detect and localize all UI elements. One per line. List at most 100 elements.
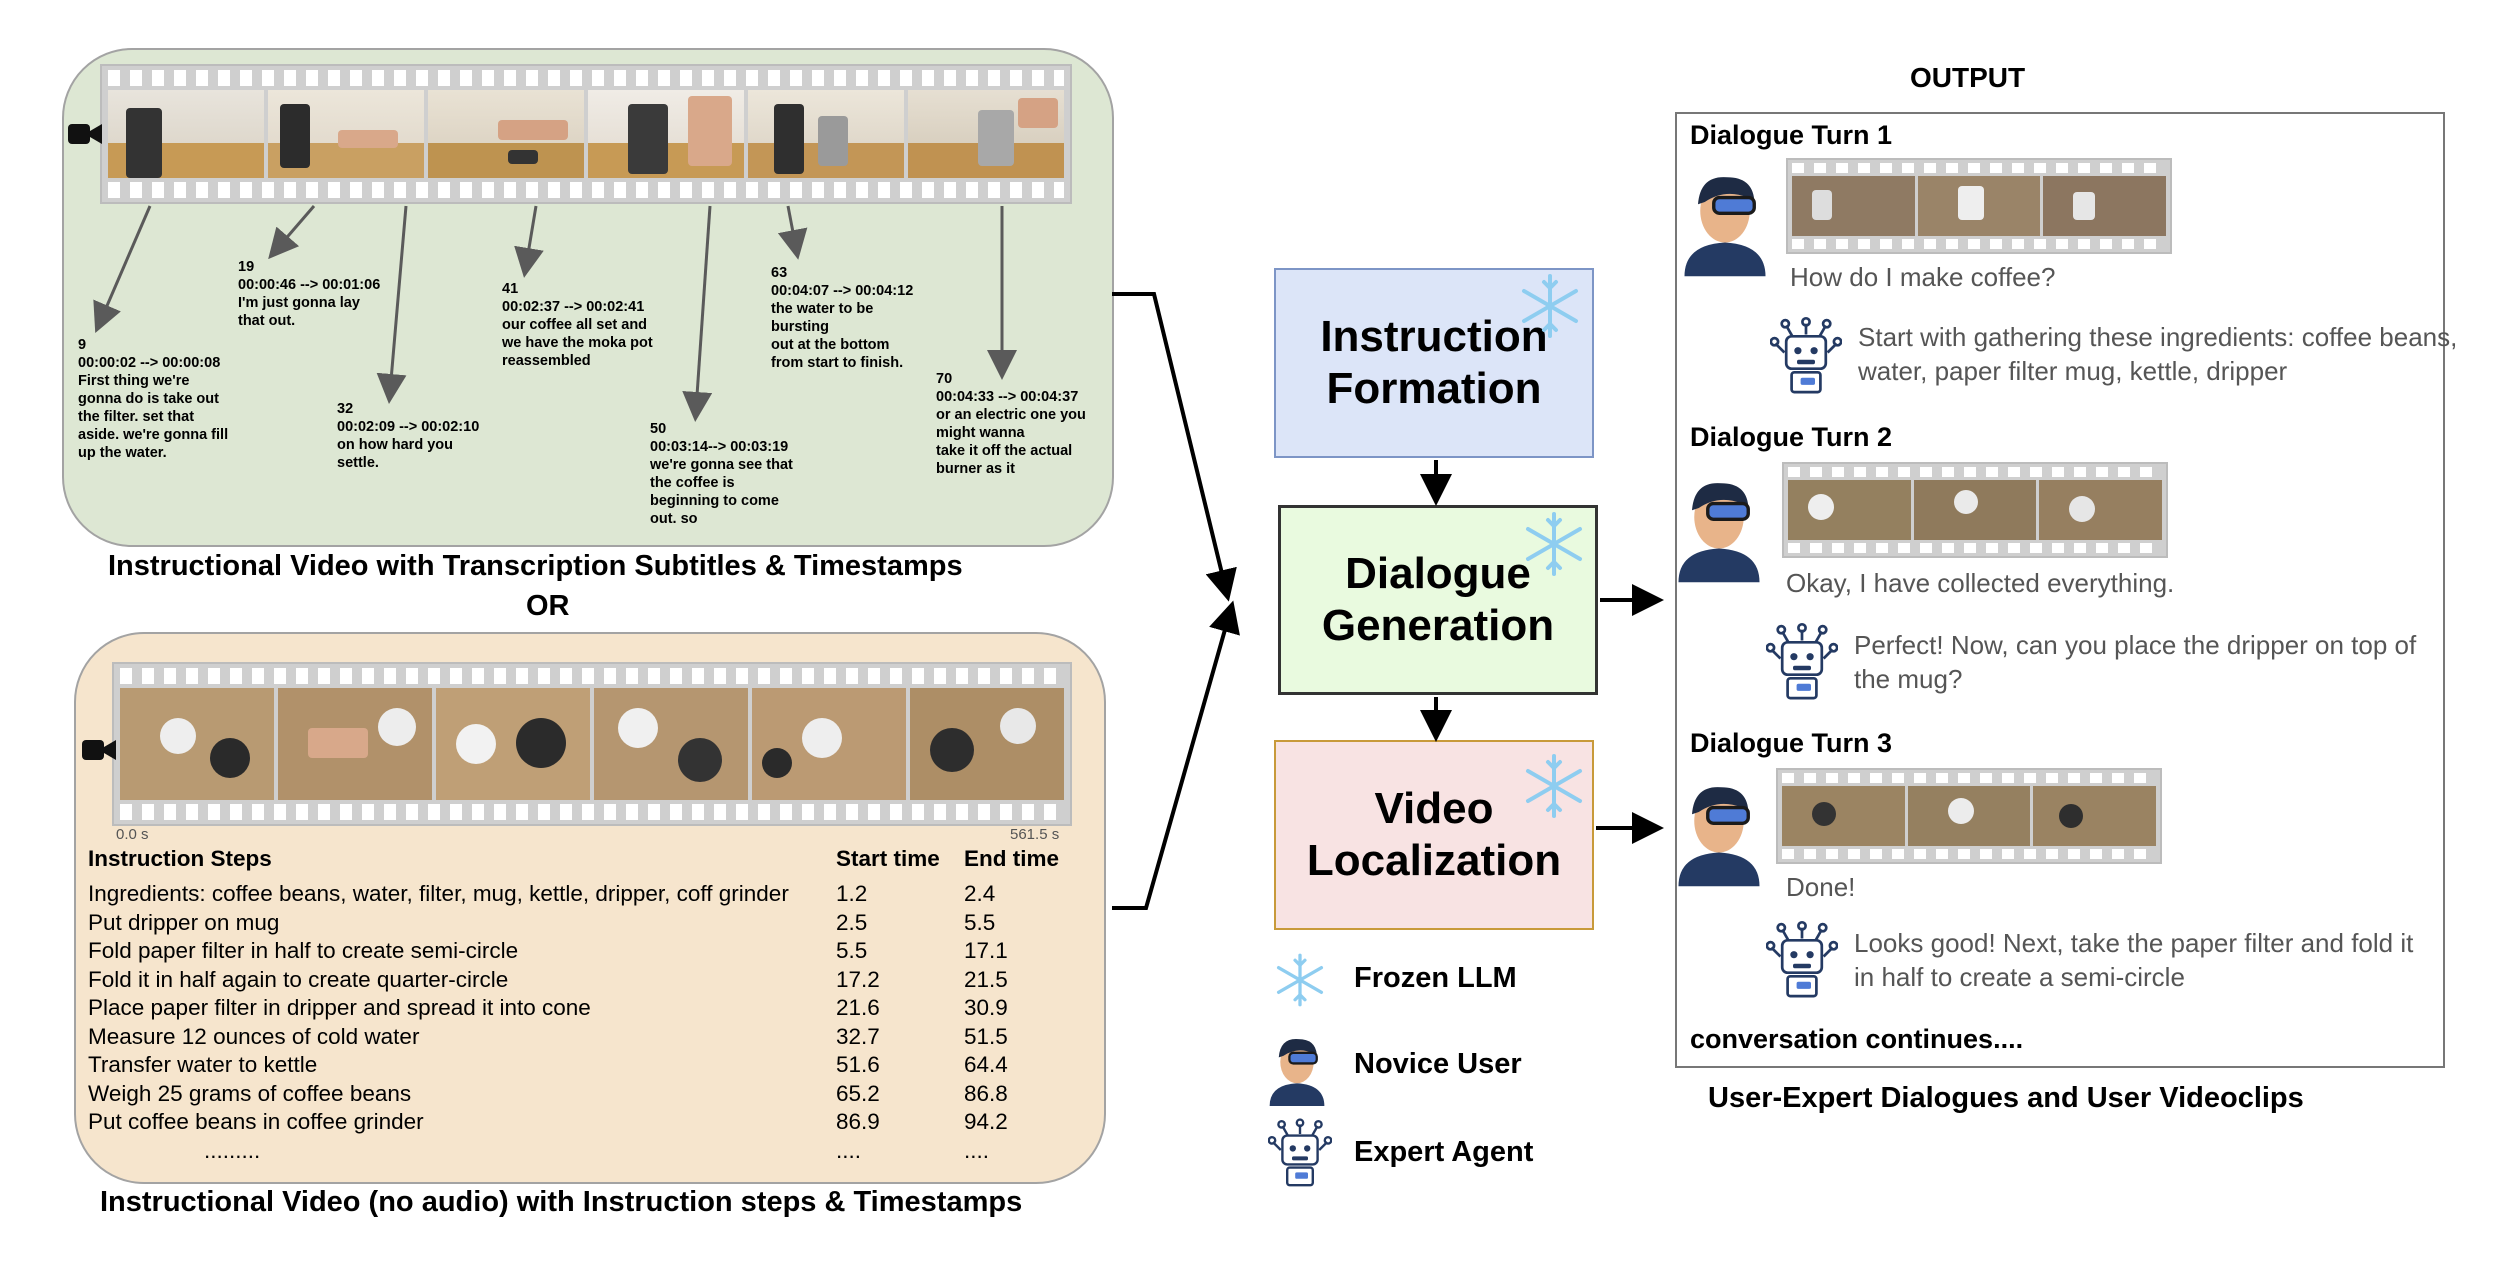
step-text: Fold paper filter in half to create semi… (88, 938, 519, 964)
video-frame (594, 688, 748, 800)
video-frame (588, 90, 744, 178)
subtitle-19: 19 00:00:46 --> 00:01:06 I'm just gonna … (238, 259, 381, 329)
video-localization-label: Video Localization (1306, 784, 1562, 885)
step-start: 65.2 (836, 1080, 880, 1106)
subtitle-9: 9 00:00:02 --> 00:00:08 First thing we'r… (78, 337, 229, 461)
step-start: 86.9 (836, 1109, 880, 1135)
output-dialogue-box (1675, 112, 2445, 1068)
step-end: 17.1 (964, 938, 1008, 964)
video-frame (752, 688, 906, 800)
video-frame (2039, 480, 2163, 540)
step-end: 94.2 (964, 1109, 1008, 1135)
expert-agent-icon (1770, 316, 1842, 394)
snowflake-icon (1526, 512, 1582, 576)
subtitle-32: 32 00:02:09 --> 00:02:10 on how hard you… (337, 401, 480, 471)
video-frame (428, 90, 584, 178)
video-frame (436, 688, 590, 800)
video-frame (1782, 786, 1905, 846)
user-message-1: How do I make coffee? (1790, 262, 2056, 292)
table-row: Ingredients: coffee beans, water, filter… (88, 880, 1074, 909)
video-camera-icon (82, 740, 116, 760)
user-videoclip-1 (1786, 158, 2172, 254)
step-start: .... (836, 1137, 862, 1163)
dialogue-turn-3-title: Dialogue Turn 3 (1690, 728, 1893, 758)
table-row: Place paper filter in dripper and spread… (88, 994, 1074, 1023)
snowflake-icon (1522, 274, 1578, 338)
step-text: Ingredients: coffee beans, water, filter… (88, 881, 789, 907)
subtitle-pointer-arrows (93, 205, 1017, 422)
video-frame (908, 90, 1064, 178)
step-text: ......... (204, 1137, 261, 1163)
table-row: Fold paper filter in half to create semi… (88, 937, 1074, 966)
user-message-2: Okay, I have collected everything. (1786, 568, 2175, 598)
video-frame (2043, 176, 2167, 236)
table-row: ................. (88, 1137, 1074, 1166)
step-end: 5.5 (964, 909, 996, 935)
timeline-end-label: 561.5 s (1010, 826, 1060, 843)
video-frame (2033, 786, 2157, 846)
output-caption: User-Expert Dialogues and User Videoclip… (1708, 1082, 2304, 1114)
video-frames (114, 688, 1070, 800)
step-end: 30.9 (964, 995, 1008, 1021)
video-frame (1917, 176, 2041, 236)
transcript-panel-caption: Instructional Video with Transcription S… (108, 550, 963, 582)
snowflake-icon (1526, 754, 1582, 818)
expert-agent-icon (1766, 622, 1838, 700)
conversation-continues: conversation continues.... (1690, 1024, 2024, 1054)
step-end: 51.5 (964, 1023, 1008, 1049)
snowflake-icon (1276, 953, 1324, 1007)
subtitle-50: 50 00:03:14--> 00:03:19 we're gonna see … (650, 421, 793, 527)
header-instruction-steps: Instruction Steps (88, 846, 272, 871)
dialogue-generation-label: Dialogue Generation (1321, 549, 1555, 650)
video-frame (268, 90, 424, 178)
novice-user-icon (1678, 787, 1760, 887)
video-frame (1792, 176, 1915, 236)
film-strip-bottom (112, 662, 1072, 826)
step-end: 21.5 (964, 966, 1008, 992)
video-localization-box: Video Localization (1274, 740, 1594, 930)
step-text: Measure 12 ounces of cold water (88, 1023, 420, 1049)
table-row: Put dripper on mug 2.5 5.5 (88, 909, 1074, 938)
header-end-time: End time (964, 846, 1060, 871)
agent-message-3: Looks good! Next, take the paper filter … (1854, 928, 2414, 992)
novice-user-icon (1684, 177, 1766, 277)
video-camera-icon (68, 124, 102, 144)
timeline-start-label: 0.0 s (116, 826, 149, 843)
dialogue-turn-2-title: Dialogue Turn 2 (1690, 422, 1893, 452)
video-frame (278, 688, 432, 800)
instruction-formation-label: Instruction Formation (1320, 312, 1548, 413)
output-title: OUTPUT (1910, 62, 2026, 93)
table-row: Put coffee beans in coffee grinder 86.9 94… (88, 1108, 1074, 1137)
step-start: 17.2 (836, 966, 880, 992)
step-start: 2.5 (836, 909, 868, 935)
video-frame (910, 688, 1064, 800)
step-text: Put dripper on mug (88, 909, 280, 935)
step-start: 21.6 (836, 995, 880, 1021)
step-start: 5.5 (836, 938, 868, 964)
instruction-formation-box: Instruction Formation (1274, 268, 1594, 458)
subtitle-41: 41 00:02:37 --> 00:02:41 our coffee all … (502, 281, 653, 369)
step-end: 64.4 (964, 1052, 1008, 1078)
video-frame (1907, 786, 2031, 846)
step-start: 51.6 (836, 1052, 880, 1078)
table-header-row: Instruction Steps Start time End time (88, 846, 1074, 880)
step-text: Weigh 25 grams of coffee beans (88, 1080, 412, 1106)
step-text: Fold it in half again to create quarter-… (88, 966, 509, 992)
or-label: OR (526, 590, 570, 622)
legend-frozen-llm: Frozen LLM (1354, 962, 1517, 994)
agent-message-1: Start with gathering these ingredients: … (1858, 322, 2458, 386)
table-row: Fold it in half again to create quarter-… (88, 966, 1074, 995)
steps-panel-caption: Instructional Video (no audio) with Inst… (100, 1186, 1023, 1218)
step-start: 1.2 (836, 881, 868, 907)
step-text: Put coffee beans in coffee grinder (88, 1109, 424, 1135)
video-frame (748, 90, 904, 178)
user-videoclip-3 (1776, 768, 2162, 864)
novice-user-icon (1678, 483, 1760, 583)
subtitle-70: 70 00:04:33 --> 00:04:37 or an electric … (936, 371, 1086, 477)
expert-agent-icon (1268, 1118, 1332, 1187)
video-frames (102, 90, 1070, 178)
video-frame (1788, 480, 1911, 540)
